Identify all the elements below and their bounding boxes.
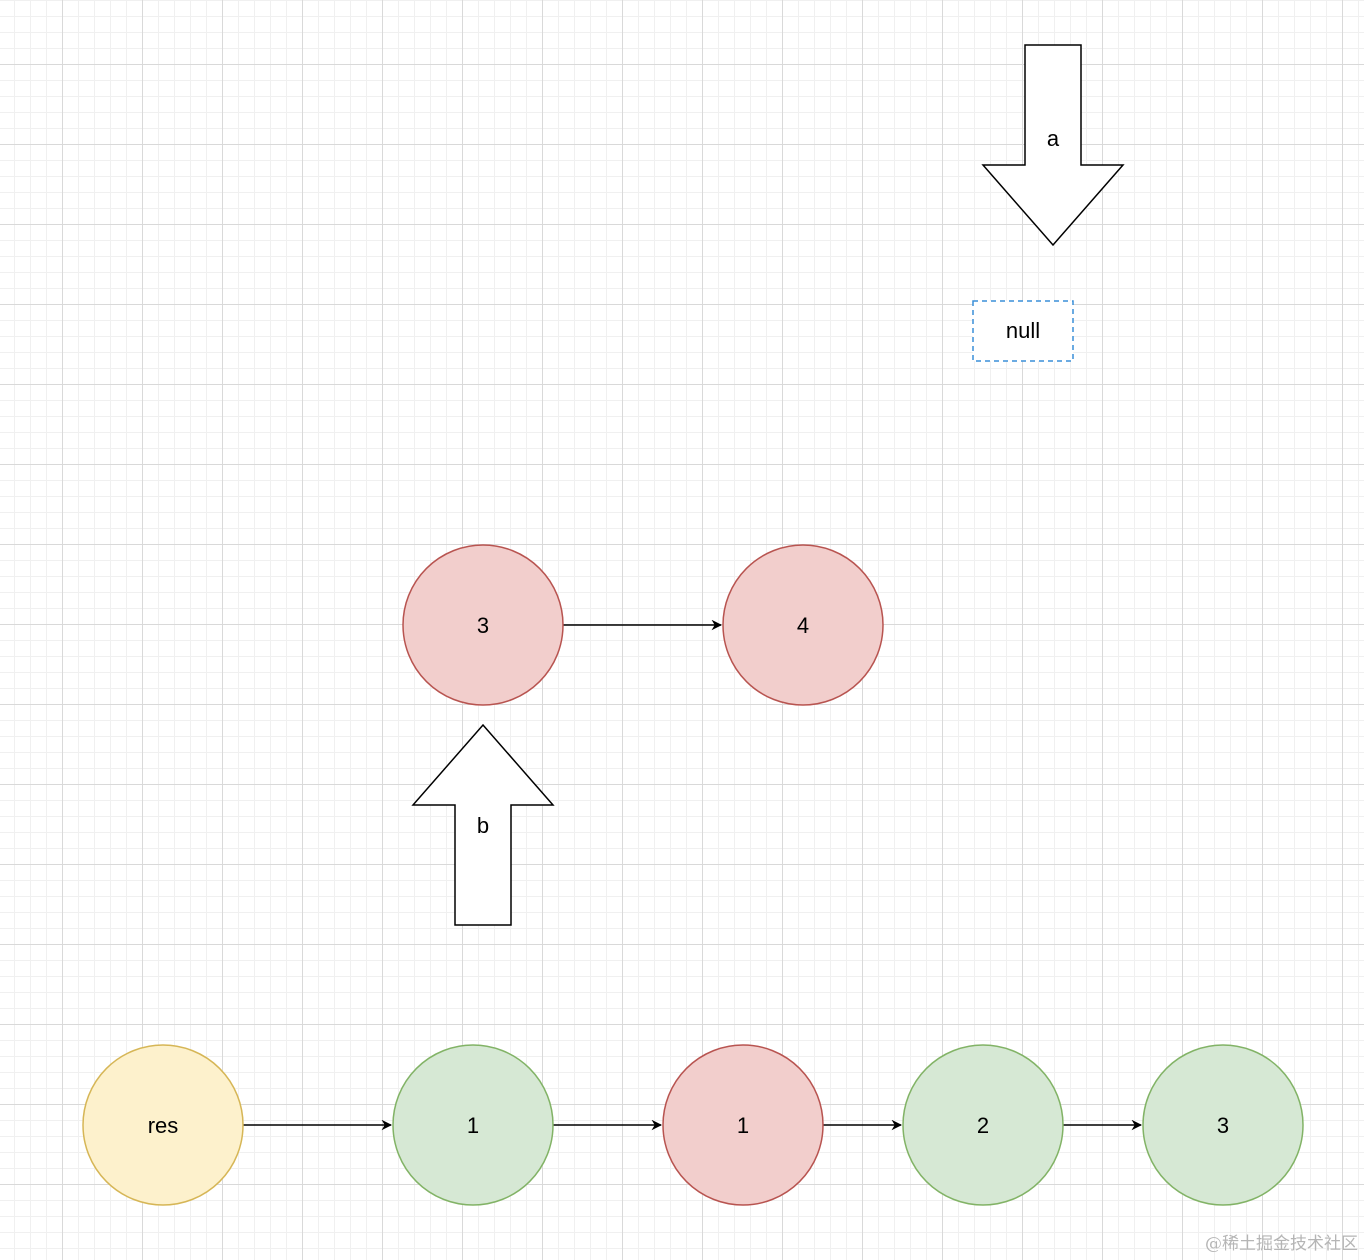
pointer-a: a xyxy=(981,44,1125,247)
result-node xyxy=(662,1044,824,1206)
pointer-b: b xyxy=(411,723,555,926)
list-node xyxy=(722,544,884,706)
result-node-label: 2 xyxy=(977,1113,989,1138)
up-arrow-shape xyxy=(411,723,555,926)
watermark: @稀土掘金技术社区 xyxy=(1205,1234,1358,1254)
result-node xyxy=(392,1044,554,1206)
result-node xyxy=(902,1044,1064,1206)
pointer-b-label: b xyxy=(477,813,489,838)
result-node-label: 3 xyxy=(1217,1113,1229,1138)
list-node-label: 4 xyxy=(797,613,809,638)
result-node-label: 1 xyxy=(737,1113,749,1138)
list-node xyxy=(402,544,564,706)
null-box: null xyxy=(972,300,1074,362)
pointer-a-label: a xyxy=(1047,126,1060,151)
result-node-label: res xyxy=(148,1113,179,1138)
result-node-label: 1 xyxy=(467,1113,479,1138)
null-box-border xyxy=(972,300,1074,362)
down-arrow-shape xyxy=(981,44,1125,247)
list-node-label: 3 xyxy=(477,613,489,638)
result-node xyxy=(1142,1044,1304,1206)
result-node-res xyxy=(82,1044,244,1206)
list-b: 3 4 xyxy=(402,544,884,706)
result-list: res 1 1 2 3 xyxy=(82,1044,1304,1206)
null-box-label: null xyxy=(1006,318,1040,343)
